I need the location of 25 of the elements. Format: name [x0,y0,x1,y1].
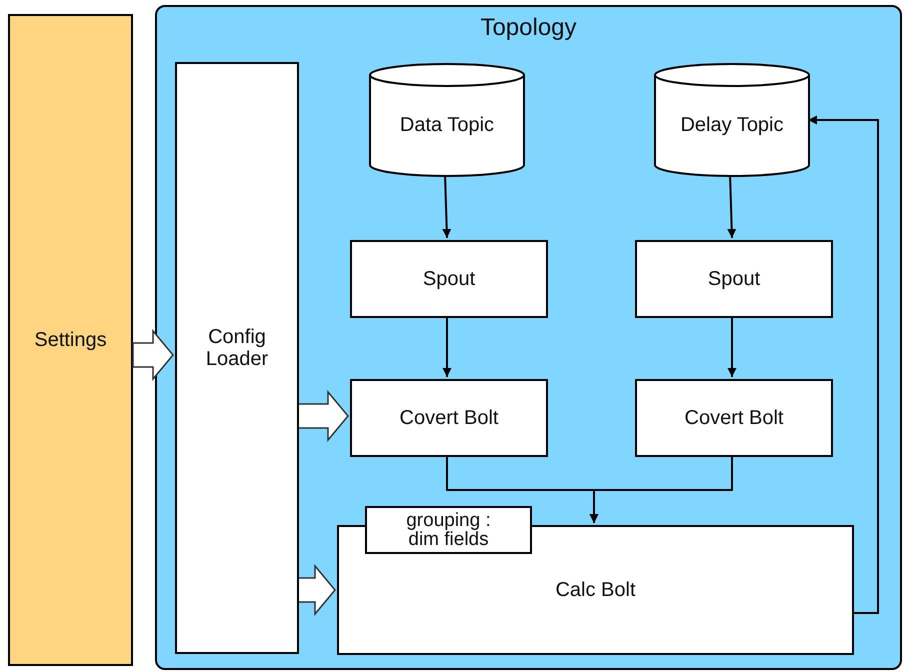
settings-panel [8,14,133,666]
block-arrow [132,328,174,382]
node-label: Covert Bolt [684,407,784,429]
arrow [442,316,452,377]
node-label: Delay Topic [679,114,785,136]
process-box [175,62,299,654]
container-title: Topology [480,15,577,42]
process-box [350,240,548,318]
node-label: Calc Bolt [555,579,636,601]
node-label: grouping : dim fields [405,511,492,549]
node-label: Settings [34,329,107,351]
arrow [728,316,736,377]
node-label: Spout [422,268,476,290]
tab-box [365,506,532,554]
arrow [590,455,733,523]
node-label: Covert Bolt [400,407,498,429]
block-arrow [296,564,336,616]
node-label: Data Topic [398,114,496,136]
process-box [350,379,548,457]
process-box [635,379,833,457]
node-label: Spout [708,268,760,290]
process-box [635,240,833,318]
block-arrow [296,390,349,442]
arrow [808,116,879,614]
node-label: Config Loader [204,326,270,370]
